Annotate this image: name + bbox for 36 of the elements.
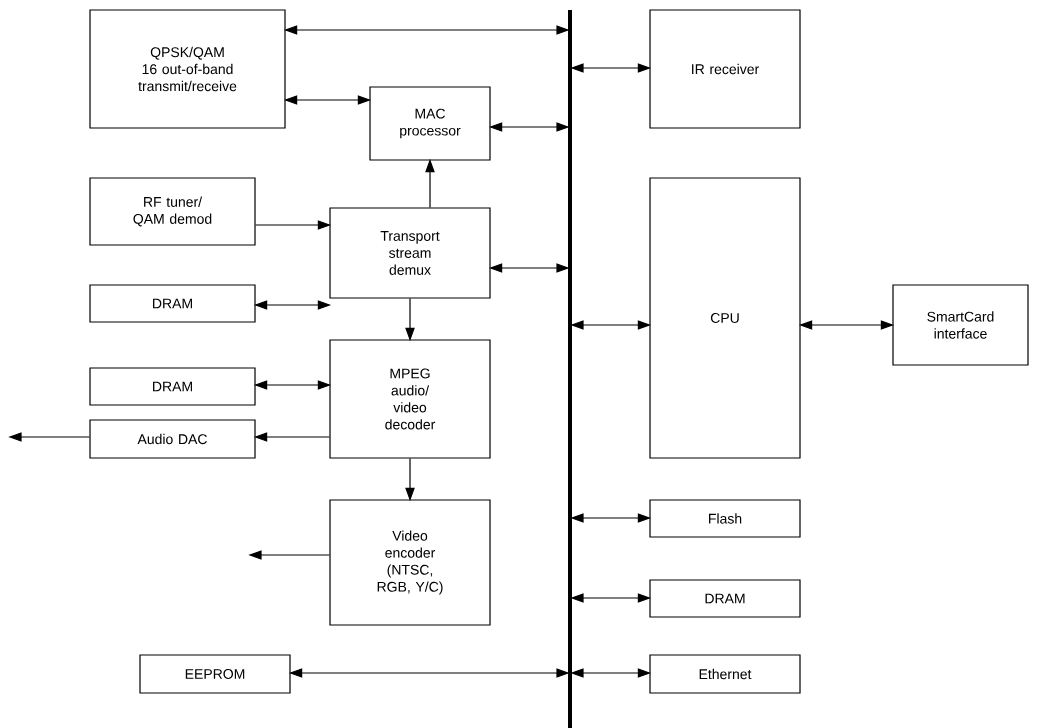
arrow [285, 25, 569, 35]
arrow [571, 668, 650, 678]
block-box: Flash [649, 499, 801, 538]
block-box: DRAM [89, 367, 256, 406]
arrow [405, 298, 415, 340]
block-box: EEPROM [139, 654, 291, 694]
block-box: DRAM [649, 579, 801, 618]
arrow [571, 593, 650, 603]
block-box: IR receiver [649, 9, 801, 129]
arrow [571, 513, 650, 523]
arrow [255, 220, 330, 230]
arrow [490, 263, 569, 273]
block-box: MAC processor [369, 86, 491, 161]
arrow [405, 458, 415, 500]
block-box: Video encoder (NTSC, RGB, Y/C) [329, 499, 491, 626]
block-box: CPU [649, 177, 801, 459]
block-box: Audio DAC [89, 419, 256, 459]
block-box: RF tuner/ QAM demod [89, 177, 256, 246]
arrow [9, 432, 90, 442]
block-box: QPSK/QAM 16 out-of-band transmit/receive [89, 9, 286, 129]
arrow [425, 160, 435, 208]
arrow [255, 380, 330, 390]
arrow [255, 300, 330, 310]
arrow [571, 320, 650, 330]
arrow [571, 63, 650, 73]
arrow [285, 95, 370, 105]
arrow [255, 432, 330, 442]
block-box: Transport stream demux [329, 207, 491, 299]
arrow [249, 550, 330, 560]
block-box: Ethernet [649, 654, 801, 694]
arrow [490, 122, 569, 132]
block-box: DRAM [89, 284, 256, 323]
block-box: SmartCard interface [892, 284, 1029, 366]
block-box: MPEG audio/ video decoder [329, 339, 491, 459]
arrow [290, 668, 569, 678]
arrow [800, 320, 893, 330]
